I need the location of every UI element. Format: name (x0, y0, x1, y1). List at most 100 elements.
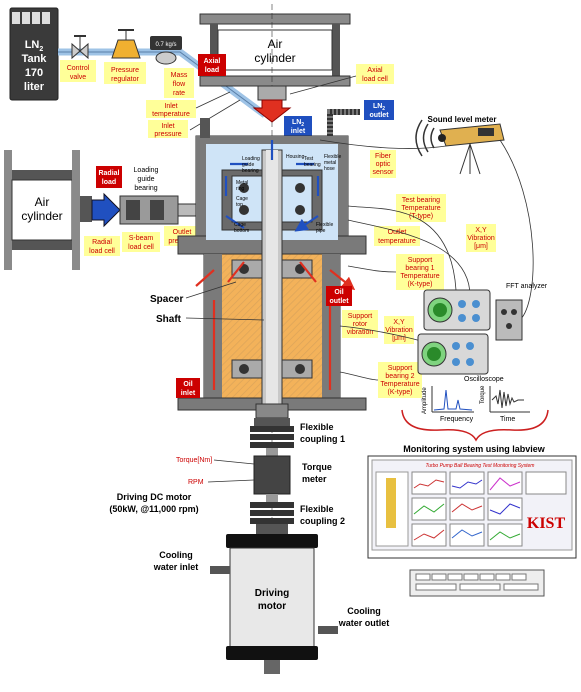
ln2-tank-label: LN (25, 39, 40, 51)
oil-outlet-label-bg (326, 286, 352, 306)
outlet-temperature-label-2: temperature (378, 238, 416, 245)
left-air-cylinder-label-2: cylinder (21, 209, 62, 223)
frequency-plot (431, 386, 474, 413)
xy-vibration2-label-3: [μm] (392, 335, 406, 342)
ln2-tank-l3: 170 (25, 67, 43, 79)
svg-text:LN2: LN2 (25, 39, 44, 53)
xy-vibration-label-1: X,Y (475, 227, 487, 234)
oil-outlet-label-1: Oil (334, 289, 343, 296)
support-bearing1-label-bg (396, 254, 444, 290)
flexible-coupling1-label-2: coupling 1 (300, 434, 345, 444)
oscilloscope-label: Oscilloscope (464, 376, 504, 383)
support-bearing2-label-bg (378, 362, 422, 398)
main-housing (177, 118, 367, 419)
test-bearing-temp-label-1: Test bearing (402, 197, 440, 204)
ln2-inlet-sub: 2 (301, 122, 304, 128)
left-air-cylinder-label-1: Air (35, 195, 50, 209)
control-valve-icon (71, 35, 89, 60)
oil-inlet-label-bg (176, 378, 200, 398)
ln2-tank: LN2 Tank 170 liter (9, 7, 59, 101)
outlet-pressure-label-1: Outlet (173, 229, 192, 236)
driving-motor (210, 534, 338, 674)
flexible-pipe-label-1: Flexible (316, 222, 333, 228)
torque-meter-label-1: Torque (302, 462, 332, 472)
support-bearing2-label-4: (K-type) (388, 389, 413, 396)
xy-vibration2-label-2: Vibration (385, 327, 413, 334)
loading-guide-label-3: bearing (134, 185, 157, 192)
driving-dc-label-1: Driving DC motor (117, 492, 192, 502)
inlet-pressure-label-bg (148, 120, 188, 138)
radial-load-cell-label-2: load cell (89, 248, 115, 255)
axial-load-cell-label-2: load cell (362, 76, 388, 83)
xy-vibration-label-3: [μm] (474, 243, 488, 250)
radial-load-label-2: load (102, 179, 116, 186)
test-bearing-temp-label-2: Temperature (401, 205, 440, 212)
ln2-supply-pipe (58, 48, 268, 118)
support-bearing1-label-1: Support (408, 257, 433, 264)
driving-motor-label-1: Driving (255, 588, 289, 599)
driving-motor-label-2: motor (258, 601, 286, 612)
inlet-temperature-label-2: temperature (152, 111, 190, 118)
sound-level-meter-icon (415, 119, 505, 175)
control-valve-label-2: valve (70, 74, 86, 81)
pressure-regulator-label-1: Pressure (111, 67, 139, 74)
fft-analyzer-device (423, 289, 523, 341)
axial-load-cell-label-1: Axial (367, 67, 383, 74)
oil-inlet-label-2: inlet (181, 390, 196, 397)
mass-flow-label-1: Mass (171, 72, 188, 79)
radial-load-arrow-icon (91, 192, 121, 228)
torque-nm-label: Torque[Nm] (176, 457, 212, 464)
bracket (401, 409, 549, 442)
cage-bottom-label-2: bottom (234, 228, 249, 234)
torque-meter-label-2: meter (302, 474, 327, 484)
loading-guide-inner-label-1: Loading (242, 156, 260, 162)
spacer-label: Spacer (150, 294, 183, 305)
cage-top-label-2: top (236, 202, 243, 208)
test-bearing-temp-label-bg (396, 194, 446, 222)
s-beam-label-2: load cell (128, 244, 154, 251)
test-bearing-inner-label-1: Test (304, 156, 314, 162)
ln2-tank-sub: 2 (39, 46, 43, 53)
cooling-out-label-1: Cooling (347, 606, 381, 616)
fiber-optic-label-bg (370, 150, 396, 178)
outlet-temperature-label-bg (374, 226, 420, 246)
metal-ring-label-2: ring (236, 186, 245, 192)
support-bearing2-label-2: bearing 2 (385, 373, 414, 380)
flexible-coupling-2 (250, 502, 294, 534)
flexible-coupling1-label-1: Flexible (300, 422, 334, 432)
rpm-label: RPM (188, 479, 204, 486)
support-rotor-label-3: vibration (347, 329, 374, 336)
radial-load-label-1: Radial (98, 170, 119, 177)
flexible-pipe-label-2: pipe (316, 228, 326, 234)
metal-ring-label-1: Metal (236, 180, 248, 186)
axial-load-label-1: Axial (204, 58, 221, 65)
driving-dc-label-2: (50kW, @11,000 rpm) (109, 504, 198, 514)
pressure-regulator-icon (111, 29, 141, 59)
ln2-tank-l2: Tank (22, 53, 48, 65)
cooling-out-label-2: water outlet (338, 618, 390, 628)
left-air-cylinder: Air cylinder (4, 150, 80, 270)
radial-load-label-bg (96, 166, 122, 188)
oil-outlet-label-2: outlet (329, 298, 349, 305)
inlet-temperature-label-bg (146, 100, 196, 118)
outlet-temperature-label-1: Outlet (388, 229, 407, 236)
top-air-cylinder-label-2: cylinder (254, 51, 295, 65)
support-bearing1-label-4: (K-type) (408, 281, 433, 288)
cooling-in-label-2: water inlet (153, 562, 199, 572)
time-label: Time (500, 416, 515, 423)
kist-logo: KIST (527, 515, 566, 532)
axial-load-label-bg (198, 54, 226, 76)
oil-inlet-label-1: Oil (183, 381, 192, 388)
pressure-regulator-label-bg (104, 62, 146, 84)
svg-text:LN2: LN2 (373, 103, 385, 112)
cage-top-label-1: Cage (236, 196, 248, 202)
cage-bottom-label-1: Cage (234, 222, 246, 228)
mass-flow-label-2: flow (173, 81, 186, 88)
torque-meter (253, 448, 291, 502)
radial-load-cell-label-1: Radial (92, 239, 112, 246)
axial-load-arrow-icon (252, 99, 292, 123)
support-bearing1-label-3: Temperature (400, 273, 439, 280)
fft-analyzer-label: FFT analyzer (506, 283, 548, 290)
inlet-pressure-label-2: pressure (154, 131, 181, 138)
